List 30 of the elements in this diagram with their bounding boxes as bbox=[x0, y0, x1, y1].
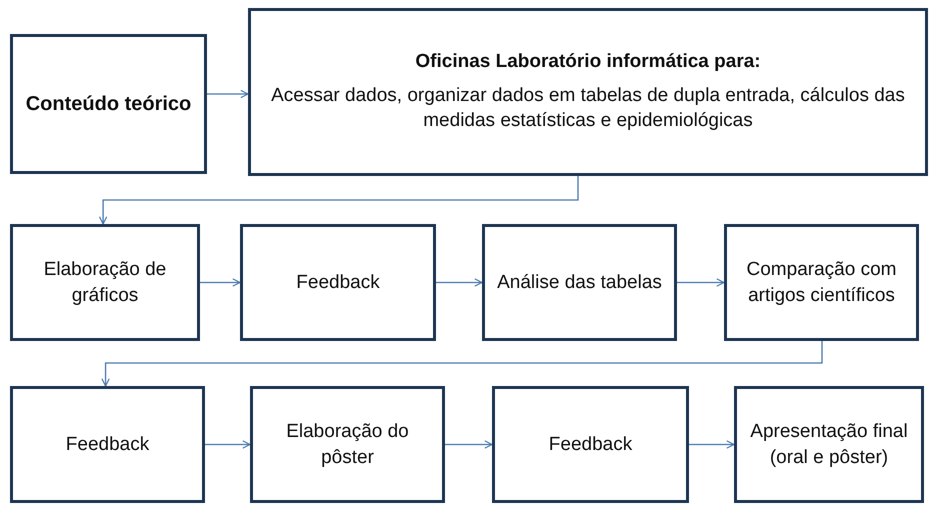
box-heading: Conteúdo teórico bbox=[26, 92, 192, 117]
arrow bbox=[205, 440, 251, 449]
box-text: Análise das tabelas bbox=[497, 270, 662, 295]
process-box bbox=[734, 386, 924, 503]
arrow bbox=[445, 440, 493, 449]
process-box bbox=[724, 224, 919, 341]
box-heading: Oficinas Laboratório informática para: bbox=[415, 50, 761, 74]
process-box bbox=[248, 8, 928, 176]
arrow bbox=[207, 90, 249, 98]
process-box bbox=[482, 224, 677, 341]
process-box bbox=[250, 386, 445, 503]
box-text: Feedback bbox=[296, 270, 380, 295]
arrow bbox=[200, 278, 241, 287]
box-text: Elaboração de gráficos bbox=[42, 258, 168, 308]
box-text: Comparação com artigos científicos bbox=[746, 258, 898, 308]
process-box bbox=[492, 386, 689, 503]
process-box bbox=[10, 386, 205, 503]
arrow bbox=[689, 440, 735, 449]
process-box bbox=[10, 224, 200, 341]
box-text: Elaboração do pôster bbox=[285, 420, 410, 470]
box-text: Feedback bbox=[66, 432, 150, 457]
arrow bbox=[436, 278, 483, 287]
arrow bbox=[101, 341, 823, 387]
box-text: Acessar dados, organizar dados em tabelas de dupla entrada, cálculos das medidas estatísticas e epidemiológicas bbox=[270, 84, 906, 134]
process-box bbox=[240, 224, 436, 341]
arrow bbox=[98, 176, 579, 225]
box-text: Feedback bbox=[548, 432, 632, 457]
box-text: Apresentação final (oral e pôster) bbox=[749, 420, 909, 470]
arrow bbox=[677, 278, 725, 287]
process-box bbox=[10, 34, 207, 174]
